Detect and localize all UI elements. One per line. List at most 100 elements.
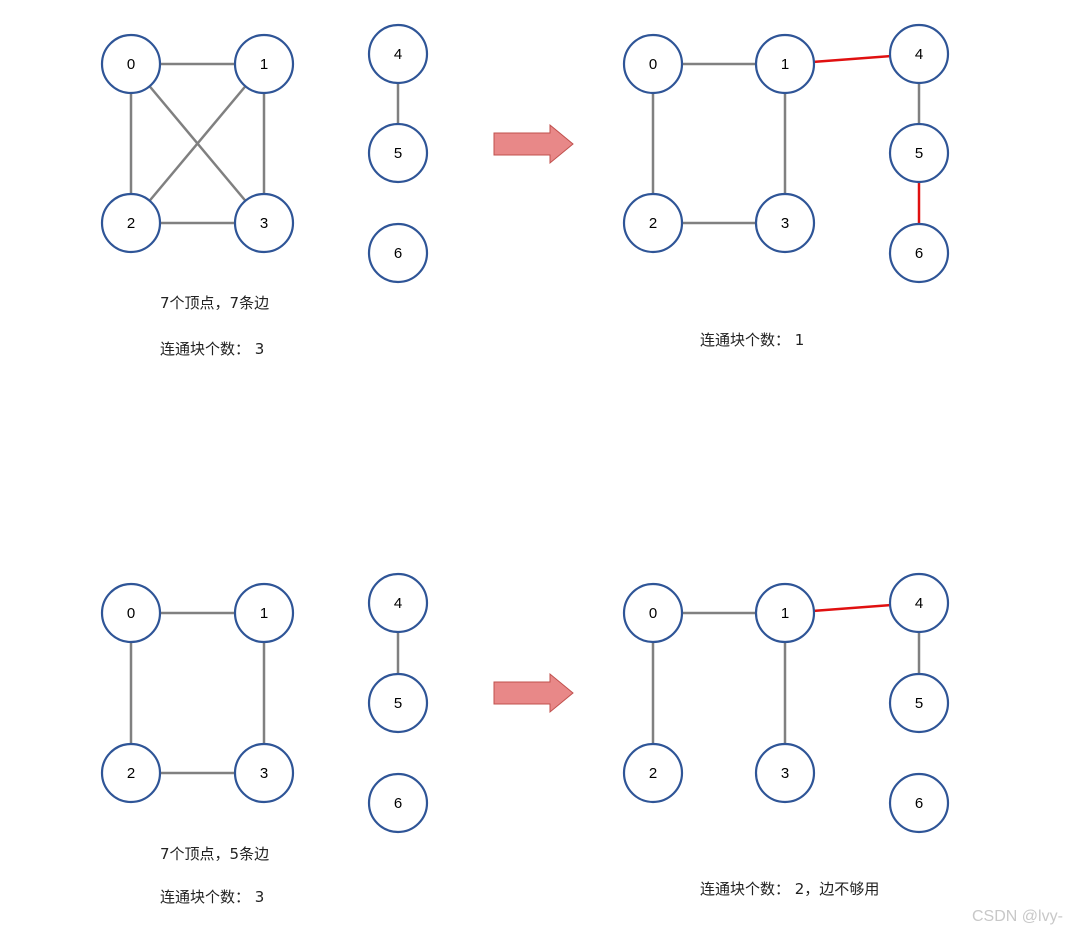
bottom-after-node-5: 5 [888,672,950,734]
bottom-after-node-5-label: 5 [915,695,923,712]
bottom-before-node-3-label: 3 [260,765,268,782]
bottom-after-edge-1-4 [813,603,891,613]
bottom-before-node-1: 1 [233,582,295,644]
top-before-node-5-label: 5 [394,145,402,162]
edges-layer [129,54,921,775]
bottom-after-node-1-circle [754,582,816,644]
top-after-edge-1-4 [813,54,891,64]
top-before-node-6-label: 6 [394,245,402,262]
top-after-node-6-label: 6 [915,245,923,262]
top-after-node-4-label: 4 [915,46,923,63]
bottom-before-node-4-circle [367,572,429,634]
top-after-node-3: 3 [754,192,816,254]
bottom-before-node-1-circle [233,582,295,644]
top-before-node-0-label: 0 [127,56,135,73]
top-after-node-4: 4 [888,23,950,85]
top-before-edge-1-2 [148,85,247,202]
top-before-node-4-label: 4 [394,46,402,63]
top-after-node-1-label: 1 [781,56,789,73]
caption-bottom-before-summary: 7个顶点，5条边 [160,845,270,863]
top-after-node-6: 6 [888,222,950,284]
transition-arrow-top [493,123,574,165]
top-before-node-0: 0 [100,33,162,95]
top-before-node-3: 3 [233,192,295,254]
top-after-node-2-circle [622,192,684,254]
bottom-after-node-2-label: 2 [649,765,657,782]
top-before-node-4-circle [367,23,429,85]
bottom-before-node-3: 3 [233,742,295,804]
caption-top-before-summary: 7个顶点，7条边 [160,294,270,312]
top-before-node-1-circle [233,33,295,95]
bottom-after-node-4-label: 4 [915,595,923,612]
top-before-node-2-circle [100,192,162,254]
bottom-before-node-6-circle [367,772,429,834]
top-after-node-5-circle [888,122,950,184]
bottom-before-node-0: 0 [100,582,162,644]
bottom-after-node-5-circle [888,672,950,734]
top-before-node-4: 4 [367,23,429,85]
top-before-node-6-circle [367,222,429,284]
top-before-node-2-label: 2 [127,215,135,232]
bottom-before-node-5-circle [367,672,429,734]
bottom-after-node-3-label: 3 [781,765,789,782]
top-after-node-1-circle [754,33,816,95]
bottom-after-node-0-circle [622,582,684,644]
top-after-node-6-circle [888,222,950,284]
bottom-after-node-4: 4 [888,572,950,634]
bottom-before-node-6: 6 [367,772,429,834]
top-after-node-0-circle [622,33,684,95]
bottom-before-node-2: 2 [100,742,162,804]
bottom-before-node-0-circle [100,582,162,644]
bottom-after-node-4-circle [888,572,950,634]
top-after-node-3-label: 3 [781,215,789,232]
bottom-after-node-1: 1 [754,582,816,644]
bottom-before-node-4-label: 4 [394,595,402,612]
bottom-before-node-4: 4 [367,572,429,634]
top-after-node-4-circle [888,23,950,85]
top-before-node-6: 6 [367,222,429,284]
top-before-node-1-label: 1 [260,56,268,73]
top-before-node-3-circle [233,192,295,254]
top-before-node-1: 1 [233,33,295,95]
bottom-after-node-6-label: 6 [915,795,923,812]
bottom-before-node-5-label: 5 [394,695,402,712]
top-before-node-5: 5 [367,122,429,184]
watermark: CSDN @lvy- [972,908,1063,925]
bottom-after-node-2-circle [622,742,684,804]
caption-bottom-before-components: 连通块个数： 3 [160,888,265,906]
bottom-after-node-0: 0 [622,582,684,644]
bottom-after-node-2: 2 [622,742,684,804]
caption-top-after-components: 连通块个数： 1 [700,331,805,349]
top-before-node-0-circle [100,33,162,95]
top-after-node-0: 0 [622,33,684,95]
top-after-node-5-label: 5 [915,145,923,162]
bottom-before-node-5: 5 [367,672,429,734]
top-after-node-3-circle [754,192,816,254]
bottom-after-node-6-circle [888,772,950,834]
top-after-node-5: 5 [888,122,950,184]
top-after-node-1: 1 [754,33,816,95]
bottom-after-node-6: 6 [888,772,950,834]
bottom-before-node-2-circle [100,742,162,804]
top-after-node-2-label: 2 [649,215,657,232]
bottom-before-node-3-circle [233,742,295,804]
bottom-before-node-0-label: 0 [127,605,135,622]
nodes-layer: 0 1 2 3 4 5 6 0 1 2 3 4 5 6 0 1 2 3 4 5 6 0 1 2 3 4 5 6 [100,23,950,834]
top-before-node-2: 2 [100,192,162,254]
bottom-before-node-2-label: 2 [127,765,135,782]
caption-bottom-after-components: 连通块个数： 2，边不够用 [700,880,880,898]
top-before-node-3-label: 3 [260,215,268,232]
bottom-before-node-6-label: 6 [394,795,402,812]
top-before-node-5-circle [367,122,429,184]
bottom-after-node-0-label: 0 [649,605,657,622]
top-after-node-0-label: 0 [649,56,657,73]
bottom-before-node-1-label: 1 [260,605,268,622]
transition-arrow-bottom [493,672,574,714]
caption-top-before-components: 连通块个数： 3 [160,340,265,358]
bottom-after-node-1-label: 1 [781,605,789,622]
bottom-after-node-3-circle [754,742,816,804]
top-after-node-2: 2 [622,192,684,254]
bottom-after-node-3: 3 [754,742,816,804]
arrows-layer [493,123,574,714]
